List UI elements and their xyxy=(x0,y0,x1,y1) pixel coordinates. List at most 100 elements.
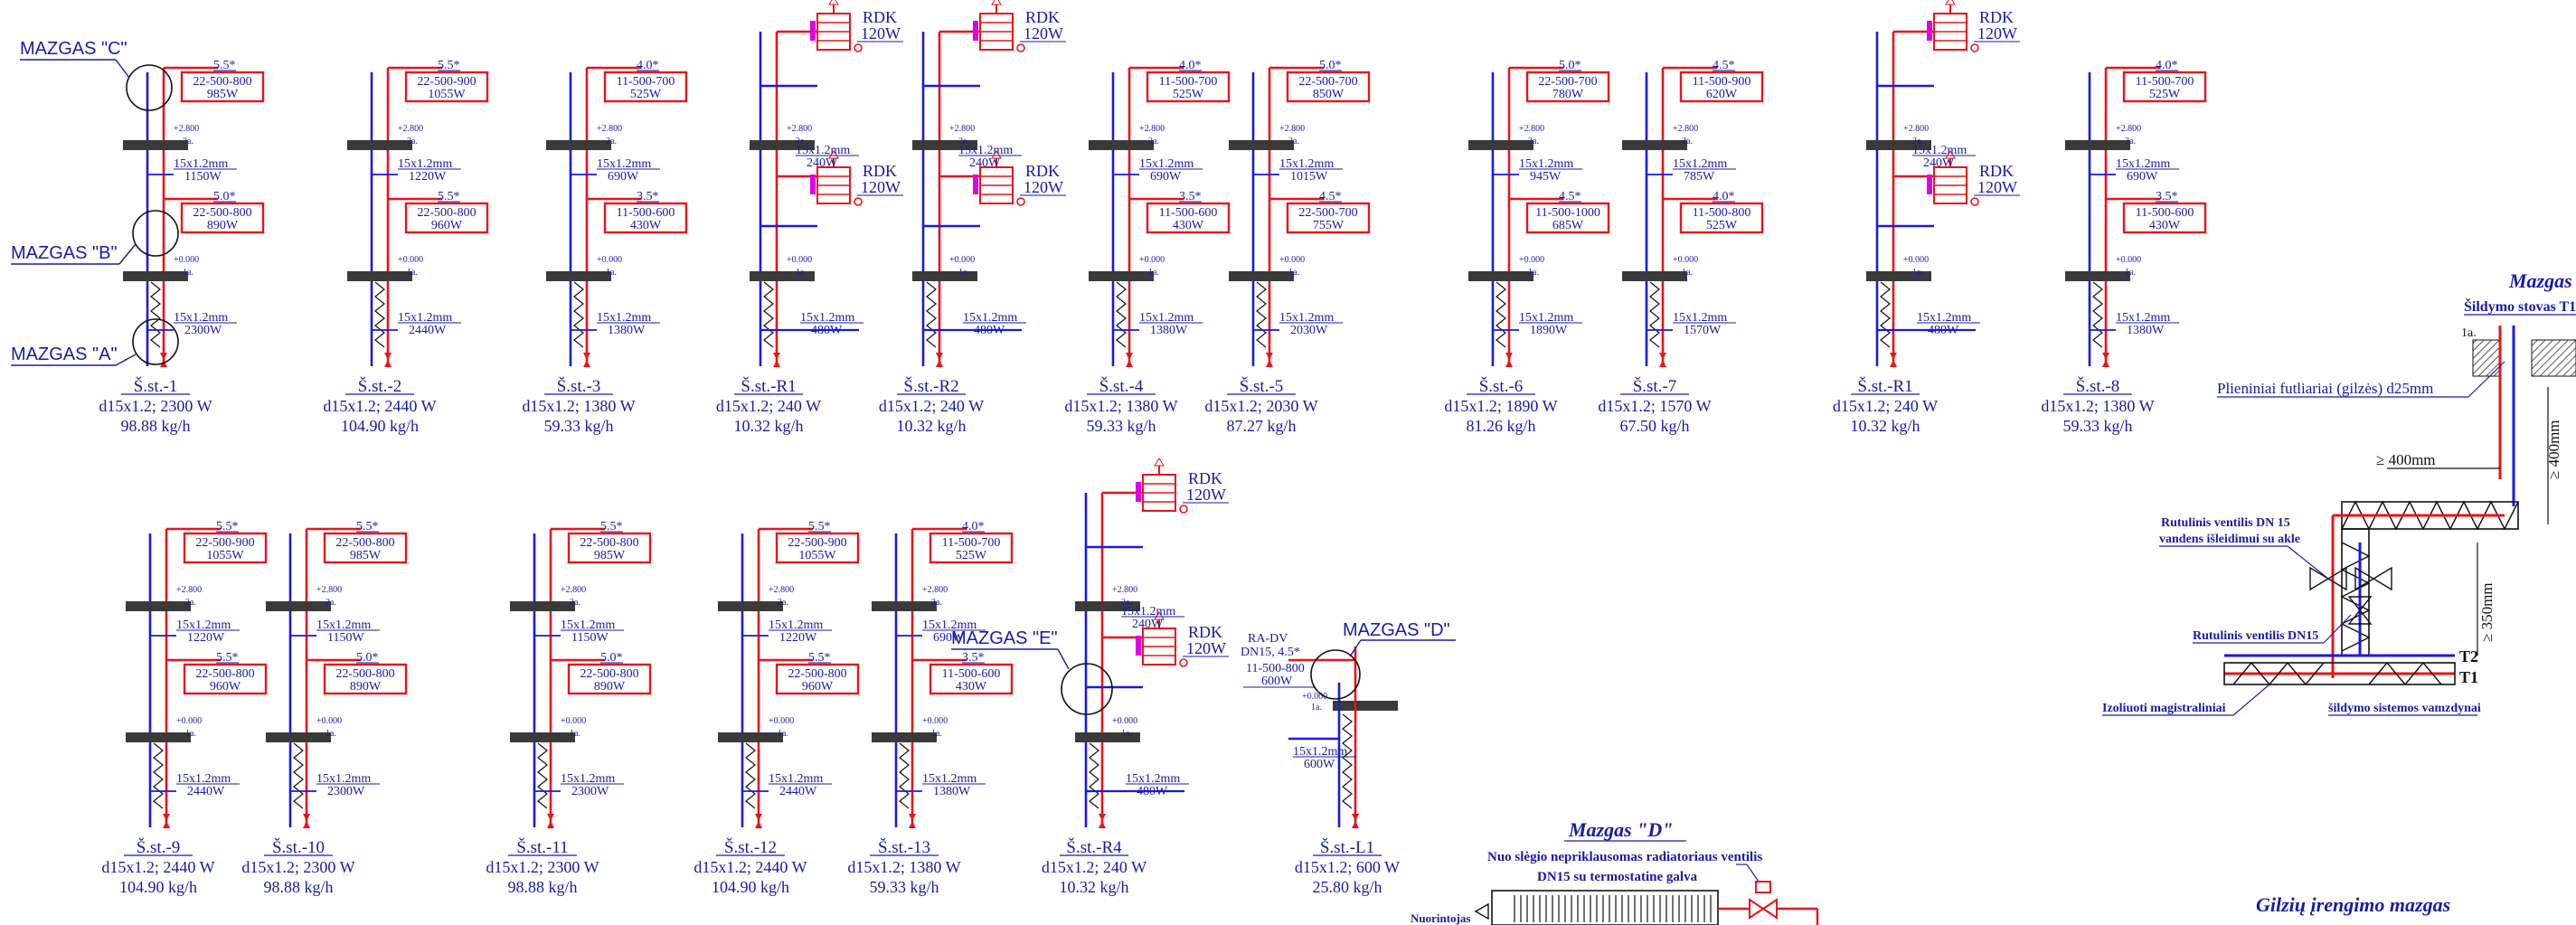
riser-top-1-name: Š.st.-2 xyxy=(358,376,402,396)
riser-top-6-lower-radiator-power: 755W xyxy=(1313,219,1345,232)
riser-top-10-lower-radiator-power: 430W xyxy=(2149,219,2181,232)
detail-a-sleeves: Plieniniai futliariai (gilzės) d25mm xyxy=(2217,380,2433,397)
air-vent-icon xyxy=(1945,150,1956,159)
riser-bottom-4-bottom-pipe-size: 15x1.2mm xyxy=(922,772,977,786)
riser-top-4-upper-floor: 2a. xyxy=(958,137,969,146)
insulation-sleeve xyxy=(150,281,161,348)
riser-bottom-0-mid-pipe-size: 15x1.2mm xyxy=(176,618,231,632)
riser-bottom-2-upper-radiator-power: 985W xyxy=(594,549,626,562)
riser-top-8-lower-radiator-box xyxy=(1679,202,1764,234)
riser-top-7-spec: d15x1.2; 1890 W xyxy=(1444,397,1557,415)
riser-top-7-bottom-pipe-size: 15x1.2mm xyxy=(1519,311,1573,325)
floor-slab xyxy=(510,732,575,742)
valve-icon xyxy=(163,821,170,828)
riser-top-9-lower-level: +0.000 xyxy=(1903,255,1929,265)
riser-top-7-bottom-pipe-power: 1890W xyxy=(1530,324,1568,337)
riser-top-10-lower-level: +0.000 xyxy=(2116,255,2141,265)
riser-top-9-bottom-pipe-size: 15x1.2mm xyxy=(1917,311,1971,325)
valve-icon xyxy=(384,353,392,360)
riser-top-1-flow: 104.90 kg/h xyxy=(341,417,419,435)
riser-top-4-flow: 10.32 kg/h xyxy=(896,417,966,435)
riser-bottom-0-bottom-pipe-power: 2440W xyxy=(187,785,225,798)
floor-slab xyxy=(912,271,977,281)
valve-icon xyxy=(1505,353,1513,360)
riser-bottom-0-lower-radiator-setting: 5.5* xyxy=(216,651,239,665)
floor-slab xyxy=(1622,140,1687,150)
riser-top-3-bottom-pipe-size: 15x1.2mm xyxy=(800,311,854,325)
riser-bottom-0-upper-radiator-type: 22-500-900 xyxy=(195,536,254,550)
riser-top-7-flow: 81.26 kg/h xyxy=(1466,417,1535,435)
riser-top-10-upper-floor: 2a. xyxy=(2125,137,2136,146)
floor-slab xyxy=(266,601,331,611)
air-vent-icon xyxy=(828,0,839,5)
riser-top-2-upper-level: +2.800 xyxy=(597,124,622,134)
riser-top-5-lower-radiator-setting: 3.5* xyxy=(1179,190,1202,203)
floor-slab xyxy=(1075,601,1140,611)
riser-top-6-lower-radiator-box xyxy=(1286,202,1371,234)
riser-top-8-name: Š.st.-7 xyxy=(1633,376,1677,396)
riser-top-0-lower-radiator-power: 890W xyxy=(207,219,239,232)
detail-a-dim1: ≥ 400mm xyxy=(2376,451,2436,468)
riser-top-1-mid-pipe-size: 15x1.2mm xyxy=(398,157,452,171)
floor-slab xyxy=(750,140,815,150)
riser-bottom-4-lower-floor: 1a. xyxy=(931,729,942,739)
riser-bottom-2-spec: d15x1.2; 2300 W xyxy=(486,858,599,876)
riser-top-0-lower-radiator-type: 22-500-800 xyxy=(193,206,251,220)
detail-a-valve-drain: Rutulinis ventilis DN 15 xyxy=(2161,516,2290,530)
riser-top-5: 11-500-700525W4.0*+2.8002a.15x1.2mm690W1… xyxy=(1064,59,1231,435)
insulation-sleeve xyxy=(763,281,774,348)
riser-top-8-mid-pipe-power: 785W xyxy=(1684,170,1715,184)
riser-top-4-name: Š.st.-R2 xyxy=(903,376,958,396)
riser-top-2-upper-radiator-power: 525W xyxy=(630,88,662,101)
riser-top-1-bottom-pipe-size: 15x1.2mm xyxy=(398,311,452,325)
air-vent-icon xyxy=(991,150,1002,159)
riser-top-9-upper-floor: 2a. xyxy=(1912,137,1923,146)
floor-slab xyxy=(1622,271,1687,281)
riser-bottom-1-upper-radiator-box xyxy=(323,532,408,564)
floor-slab xyxy=(126,732,191,742)
riser-bottom-6-bottom-pipe-power: 600W xyxy=(1304,758,1335,771)
riser-bottom-5-lower-rdk-label: RDK xyxy=(1188,623,1222,641)
insulation-sleeve xyxy=(1649,281,1660,348)
riser-bottom-5-bottom-pipe-size: 15x1.2mm xyxy=(1126,772,1180,786)
riser-top-2: 11-500-700525W4.0*+2.8002a.15x1.2mm690W1… xyxy=(522,59,688,435)
riser-top-6-upper-radiator-power: 850W xyxy=(1313,88,1345,101)
valve-icon xyxy=(755,821,762,828)
riser-bottom-3-bottom-pipe-power: 2440W xyxy=(779,785,817,798)
riser-top-2-upper-radiator-setting: 4.0* xyxy=(637,59,659,72)
callout-a-label: MAZGAS "A" xyxy=(11,345,118,364)
riser-top-10-flow: 59.33 kg/h xyxy=(2062,417,2132,435)
riser-bottom-1-bottom-pipe-power: 2300W xyxy=(327,785,365,798)
valve-icon xyxy=(1266,360,1273,367)
riser-bottom-4-lower-radiator-setting: 3.5* xyxy=(962,651,985,665)
riser-bottom-4-flow: 59.33 kg/h xyxy=(869,878,939,896)
riser-top-9-spec: d15x1.2; 240 W xyxy=(1833,397,1938,415)
insulation-sleeve xyxy=(2092,281,2103,348)
riser-bottom-3-flow: 104.90 kg/h xyxy=(712,878,789,896)
riser-bottom-4-name: Š.st.-13 xyxy=(878,837,930,857)
callout-e-label: MAZGAS "E" xyxy=(951,628,1058,648)
detail-d-title: Mazgas "D" xyxy=(1568,818,1674,841)
detail-a-title: Mazgas "A" xyxy=(2508,269,2576,292)
riser-top-10: 11-500-700525W4.0*+2.8002a.15x1.2mm690W1… xyxy=(2041,59,2207,435)
riser-bottom-3-lower-radiator-type: 22-500-800 xyxy=(788,667,846,681)
riser-bottom-5-spec: d15x1.2; 240 W xyxy=(1042,858,1146,876)
riser-top-9-mid-pipe-size: 15x1.2mm xyxy=(1912,144,1967,157)
riser-bottom-0-spec: d15x1.2; 2440 W xyxy=(101,858,214,876)
valve-icon xyxy=(1099,814,1106,821)
riser-top-3-name: Š.st.-R1 xyxy=(741,376,796,396)
detail-a-insulated: Izoliuoti magistraliniai xyxy=(2102,702,2226,715)
riser-bottom-0-flow: 104.90 kg/h xyxy=(119,878,197,896)
riser-top-9: RDK120WRDK120W+2.8002a.+0.0001a.15x1.2mm… xyxy=(1833,0,2020,435)
riser-bottom-3-upper-radiator-box xyxy=(775,532,860,564)
riser-top-2-lower-radiator-type: 11-500-600 xyxy=(617,206,675,220)
riser-top-2-bottom-pipe-power: 1380W xyxy=(608,324,646,337)
floor-slab xyxy=(1229,271,1294,281)
riser-bottom-4-lower-radiator-power: 430W xyxy=(956,680,987,694)
detail-d-line2: DN15 su termostatine galva xyxy=(1537,870,1698,884)
riser-top-3-spec: d15x1.2; 240 W xyxy=(716,397,821,415)
riser-bottom-5-lower-rdk-power: 120W xyxy=(1186,639,1226,657)
floor-slab xyxy=(718,601,783,611)
riser-top-6-upper-floor: 2a. xyxy=(1288,137,1299,146)
riser-bottom-4-bottom-pipe-power: 1380W xyxy=(933,785,971,798)
